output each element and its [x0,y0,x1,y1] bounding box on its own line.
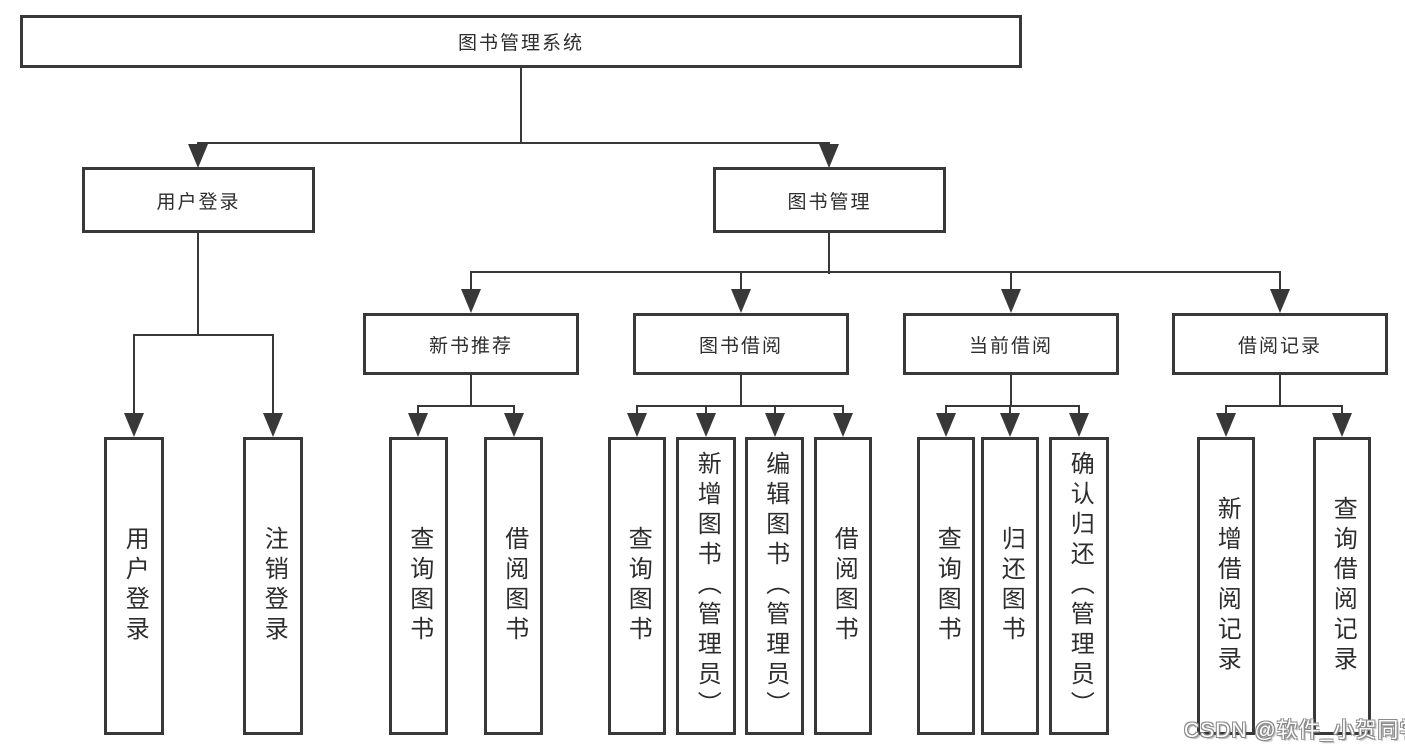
arrow-down-icon [696,413,716,437]
connector-line [133,334,274,336]
arrow-down-icon [1270,289,1290,313]
arrow-down-icon [1069,413,1089,437]
arrow-down-icon [408,413,428,437]
connector-line [1341,406,1343,416]
node-root-library-management-system: 图书管理系统 [20,15,1022,68]
connector-line [133,335,135,416]
leaf-query-book-2: 查询图书 [608,437,666,735]
leaf-add-borrow-record-label: 新增借阅记录 [1213,496,1241,676]
leaf-query-borrow-record-label: 查询借阅记录 [1329,496,1357,676]
node-borrow-records: 借阅记录 [1172,313,1388,375]
arrow-down-icon [124,413,144,437]
connector-line [705,406,707,416]
connector-line [470,271,1281,273]
arrow-down-icon [627,413,647,437]
connector-line [417,405,515,407]
leaf-borrow-book-1-label: 借阅图书 [500,526,528,646]
connector-line [1279,375,1281,407]
leaf-user-login-label: 用户登录 [121,526,149,646]
arrow-down-icon [936,413,956,437]
connector-line [470,375,472,407]
arrow-down-icon [833,413,853,437]
connector-line [197,233,199,336]
leaf-user-login: 用户登录 [104,437,164,735]
connector-line [520,68,522,144]
csdn-watermark: CSDN @软件_小贺同学 [1184,719,1405,742]
arrow-down-icon [263,413,283,437]
arrow-down-icon [1216,413,1236,437]
leaf-confirm-return-admin-label: 确认归还（管理员） [1066,451,1094,721]
connector-line [272,335,274,416]
leaf-borrow-book-2: 借阅图书 [814,437,872,735]
leaf-query-book-1-label: 查询图书 [405,526,433,646]
connector-line [197,142,830,144]
connector-line [636,406,638,416]
leaf-add-borrow-record: 新增借阅记录 [1197,437,1255,735]
leaf-query-book-1: 查询图书 [389,437,448,735]
leaf-edit-book-admin-label: 编辑图书（管理员） [761,451,789,721]
connector-line [1009,406,1011,416]
leaf-query-book-3-label: 查询图书 [933,526,961,646]
connector-line [1010,375,1012,407]
connector-line [945,406,947,416]
connector-line [945,405,1080,407]
connector-line [842,406,844,416]
arrow-down-icon [765,413,785,437]
connector-line [417,406,419,416]
connector-line [1225,406,1227,416]
connector-line [740,375,742,407]
connector-line [513,406,515,416]
connector-line [470,272,472,292]
arrow-down-icon [1000,413,1020,437]
leaf-return-book: 归还图书 [981,437,1039,735]
connector-line [1010,272,1012,292]
arrow-down-icon [819,144,839,168]
connector-line [828,233,830,274]
arrow-down-icon [731,289,751,313]
leaf-query-book-2-label: 查询图书 [624,526,652,646]
node-new-book-recommend: 新书推荐 [363,313,579,375]
connector-line [740,272,742,292]
connector-line [1279,272,1281,292]
node-book-management: 图书管理 [713,167,946,233]
node-user-login: 用户登录 [82,167,315,233]
connector-line [636,405,844,407]
arrow-down-icon [504,413,524,437]
leaf-query-borrow-record: 查询借阅记录 [1313,437,1371,735]
leaf-add-book-admin-label: 新增图书（管理员） [693,451,721,721]
leaf-query-book-3: 查询图书 [917,437,975,735]
leaf-borrow-book-1: 借阅图书 [484,437,543,735]
leaf-borrow-book-2-label: 借阅图书 [830,526,858,646]
node-book-borrow: 图书借阅 [633,313,849,375]
connector-line [1225,405,1343,407]
leaf-edit-book-admin: 编辑图书（管理员） [745,437,804,735]
arrow-down-icon [1001,289,1021,313]
leaf-logout-label: 注销登录 [260,526,288,646]
arrow-down-icon [461,289,481,313]
connector-line [774,406,776,416]
arrow-down-icon [1332,413,1352,437]
node-current-borrow: 当前借阅 [903,313,1119,375]
arrow-down-icon [188,144,208,168]
leaf-confirm-return-admin: 确认归还（管理员） [1049,437,1109,735]
leaf-logout: 注销登录 [243,437,303,735]
leaf-return-book-label: 归还图书 [997,526,1025,646]
leaf-add-book-admin: 新增图书（管理员） [676,437,736,735]
connector-line [1078,406,1080,416]
